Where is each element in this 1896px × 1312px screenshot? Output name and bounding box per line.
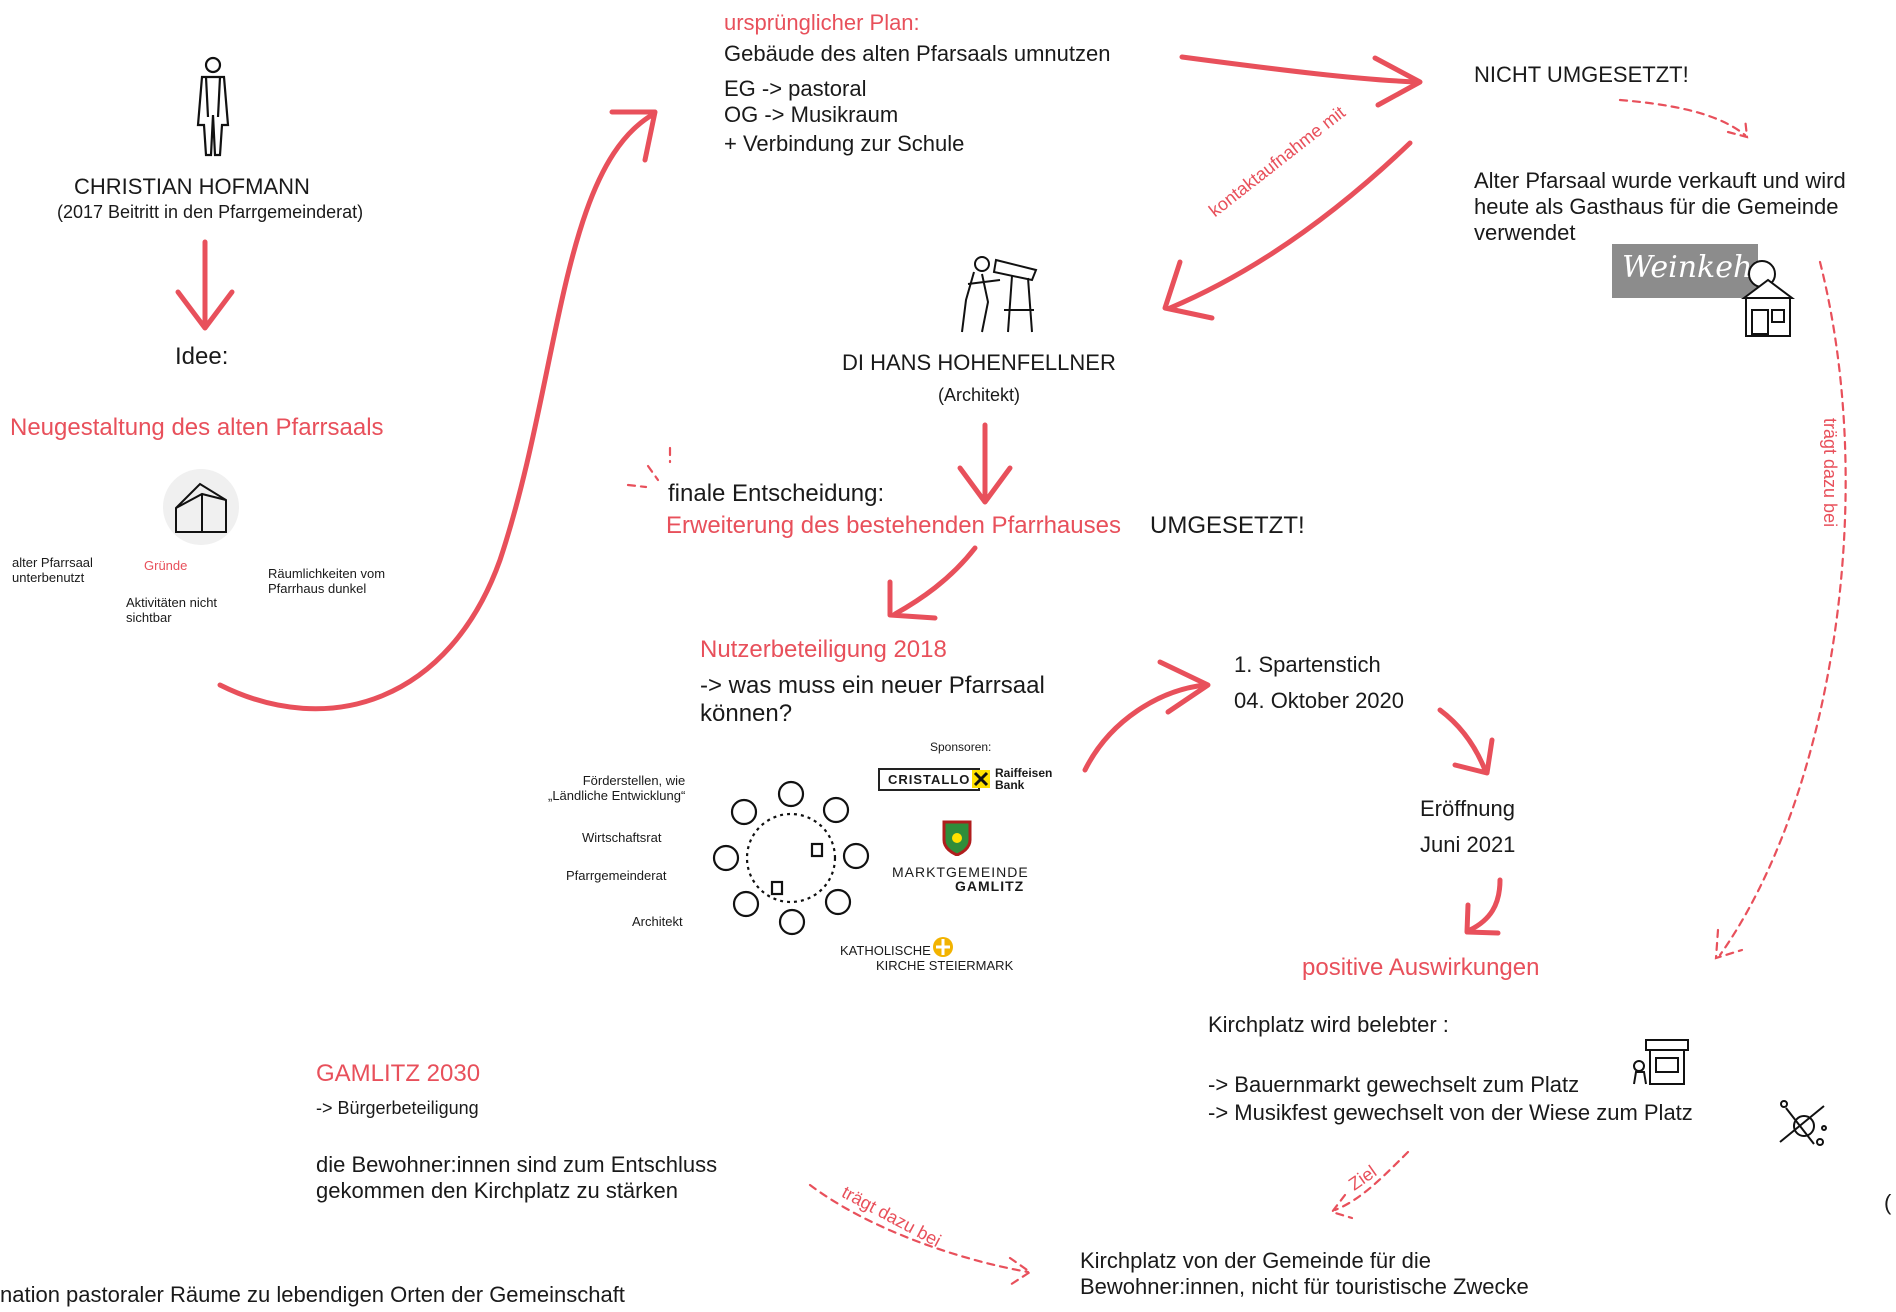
raiffeisen-cross-icon <box>972 770 990 788</box>
idea-label: Idee: <box>175 343 229 370</box>
dashed-arrow-goal <box>1333 1150 1410 1212</box>
participation-question: -> was muss ein neuer Pfarrsaal können? <box>700 672 1045 728</box>
reasons-label: Gründe <box>144 558 188 573</box>
not-implemented-label: NICHT UMGESETZT! <box>1474 62 1689 87</box>
dashed-arrow-contributes-bottom <box>808 1183 1030 1274</box>
house-outline-icon <box>163 469 239 545</box>
stakeholder-parish-council: Pfarrgemeinderat <box>566 868 667 883</box>
municipality-logo-line-1: MARKTGEMEINDE <box>892 864 1029 880</box>
church-logo-line-1: KATHOLISCHE <box>840 943 931 958</box>
arrow-groundbreaking-to-opening <box>1437 707 1488 773</box>
dashed-arrow-contributes-right <box>1718 260 1847 957</box>
plan-heading: ursprünglicher Plan: <box>724 10 920 35</box>
arrow-contact-architect <box>1167 140 1413 311</box>
architect-name: DI HANS HOHENFELLNER <box>842 350 1116 375</box>
arrow-opening-to-effects <box>1467 877 1503 933</box>
cristallo-logo: CRISTALLO <box>878 768 981 791</box>
stakeholder-funding: Förderstellen, wie „Ländliche Entwicklun… <box>548 773 686 804</box>
goal-text: Kirchplatz von der Gemeinde für die Bewo… <box>1080 1248 1529 1299</box>
architect-role: (Architekt) <box>938 385 1021 405</box>
church-cross-icon <box>933 937 953 957</box>
reason-activities-not-visible: Aktivitäten nicht sichtbar <box>126 595 218 626</box>
person-name: CHRISTIAN HOFMANN <box>74 174 310 199</box>
groundbreaking-line-2: 04. Oktober 2020 <box>1234 688 1405 713</box>
round-table-icon <box>712 780 870 936</box>
dashed-arrow-result <box>1618 98 1747 137</box>
market-stall-icon <box>1633 1039 1689 1085</box>
church-logo-line-2: KIRCHE STEIERMARK <box>876 958 1014 973</box>
plan-line-3: OG -> Musikraum <box>724 102 899 127</box>
footer-caption: nation pastoraler Räume zu lebendigen Or… <box>0 1282 625 1307</box>
not-implemented-result: Alter Pfarsaal wurde verkauft und wird h… <box>1474 168 1846 245</box>
effects-title: positive Auswirkungen <box>1302 954 1540 981</box>
weinkehr-logo-text: Weinkehr <box>1622 250 1767 285</box>
raiffeisen-logo-text: Raiffeisen Bank <box>995 766 1053 792</box>
person-note: (2017 Beitritt in den Pfarrgemeinderat) <box>57 202 364 222</box>
arrow-idea-to-plan <box>217 112 655 712</box>
effects-line-3: -> Musikfest gewechselt von der Wiese zu… <box>1208 1100 1693 1125</box>
participation-title: Nutzerbeteiligung 2018 <box>700 636 947 663</box>
decision-label: finale Entscheidung: <box>668 480 885 507</box>
opening-line-1: Eröffnung <box>1420 796 1516 821</box>
decision-status: UMGESETZT! <box>1150 512 1305 539</box>
stakeholder-business-council: Wirtschaftsrat <box>582 830 662 845</box>
plan-line-4: + Verbindung zur Schule <box>724 131 965 156</box>
decision-text: Erweiterung des bestehenden Pfarrhauses <box>666 512 1121 539</box>
effects-line-2: -> Bauernmarkt gewechselt zum Platz <box>1208 1072 1580 1097</box>
idea-title: Neugestaltung des alten Pfarrsaals <box>10 414 384 441</box>
arrow-decision-to-participation <box>892 545 978 617</box>
effects-line-1: Kirchplatz wird belebter : <box>1208 1012 1449 1037</box>
gamlitz-title: GAMLITZ 2030 <box>316 1060 481 1087</box>
plan-line-2: EG -> pastoral <box>724 76 867 101</box>
gamlitz-sub: -> Bürgerbeteiligung <box>316 1098 479 1118</box>
weinkehr-logo: Weinkehr <box>1612 244 1767 298</box>
arrow-plan-to-not-implemented <box>1179 54 1421 85</box>
plan-line-1: Gebäude des alten Pfarsaals umnutzen <box>724 41 1111 66</box>
architect-drawing-icon <box>961 256 1038 333</box>
reason-rooms-dark: Räumlichkeiten vom Pfarrhaus dunkel <box>268 566 386 597</box>
groundbreaking-line-1: 1. Spartenstich <box>1234 652 1381 677</box>
opening-line-2: Juni 2021 <box>1420 832 1516 857</box>
guesthouse-icon <box>1741 260 1795 337</box>
person-icon <box>196 56 230 157</box>
stakeholder-architect: Architekt <box>632 914 683 929</box>
arrow-participation-to-groundbreaking <box>1082 682 1208 773</box>
music-instruments-icon <box>1779 1100 1827 1146</box>
edge-mark: ( <box>1884 1190 1892 1215</box>
coat-of-arms-icon <box>942 820 972 856</box>
gamlitz-text: die Bewohner:innen sind zum Entschluss g… <box>316 1152 718 1203</box>
municipality-logo-line-2: GAMLITZ <box>955 878 1025 894</box>
contributes-label-right: trägt dazu bei <box>1820 418 1840 528</box>
sponsors-label: Sponsoren: <box>930 740 992 754</box>
reason-underused: alter Pfarrsaal unterbenutzt <box>12 555 93 586</box>
